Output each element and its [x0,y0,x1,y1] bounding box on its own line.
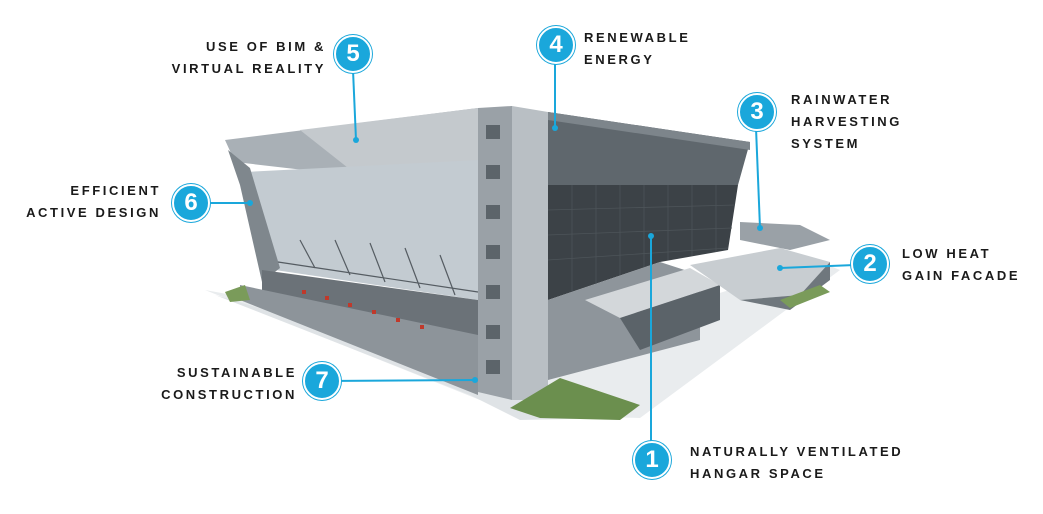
callout-leader-ends [247,125,783,383]
grass-patch-side [780,285,830,308]
grass-patch-left [225,285,250,302]
grass-patch-front [510,378,640,420]
hangar-door-frame [228,150,280,282]
callout-5-badge: 5 [334,35,372,73]
callout-7-line-1: SUSTAINABLE [176,365,297,380]
hangar-door-left [245,160,478,300]
callout-1-badge: 1 [633,441,671,479]
callout-4-line-1: RENEWABLE [584,30,691,45]
callout-7-label: SUSTAINABLE CONSTRUCTION [161,362,297,406]
corner-tower-side [512,106,548,400]
callout-7-badge: 7 [303,362,341,400]
callout-6-line-2: ACTIVE DESIGN [26,205,161,220]
callout-4-line-2: ENERGY [584,52,655,67]
callout-3-line-3: SYSTEM [791,136,861,151]
callout-4-badge: 4 [537,26,575,64]
callout-leader-lines [196,62,856,445]
callout-6-line-1: EFFICIENT [70,183,161,198]
annex-roof [585,268,720,318]
right-roof-fascia [548,112,750,185]
callout-7-line-2: CONSTRUCTION [161,387,297,402]
callout-2-label: LOW HEAT GAIN FACADE [902,243,1020,287]
door-bottom-band [262,270,478,340]
tower-windows [486,125,500,374]
annex-dark [620,285,720,350]
side-building [690,248,830,300]
callout-2-badge: 2 [851,245,889,283]
callout-3-badge: 3 [738,93,776,131]
callout-3-label: RAINWATER HARVESTING SYSTEM [791,89,902,155]
callout-3-line-2: HARVESTING [791,114,902,129]
callout-4-label: RENEWABLE ENERGY [584,27,690,71]
callout-6-label: EFFICIENT ACTIVE DESIGN [26,180,161,224]
right-roof-light [548,112,750,150]
roof-equipment [740,222,830,250]
callout-3-line-1: RAINWATER [791,92,893,107]
callout-1-line-2: HANGAR SPACE [690,466,826,481]
callout-2-line-2: GAIN FACADE [902,268,1021,283]
callout-5-line-1: USE OF BIM & [205,39,326,54]
left-base [240,285,478,395]
apron-ground [205,262,840,418]
facade-grid [547,185,736,292]
callout-6-badge: 6 [172,184,210,222]
door-bracing [277,239,479,296]
right-glazed-facade [548,185,738,300]
callout-5-line-2: VIRTUAL REALITY [171,61,326,76]
callout-1-label: NATURALLY VENTILATED HANGAR SPACE [690,441,903,485]
base-markers [302,290,424,329]
callout-1-line-1: NATURALLY VENTILATED [690,444,904,459]
callout-5-label: USE OF BIM & VIRTUAL REALITY [172,36,326,80]
callout-2-line-1: LOW HEAT [902,246,992,261]
